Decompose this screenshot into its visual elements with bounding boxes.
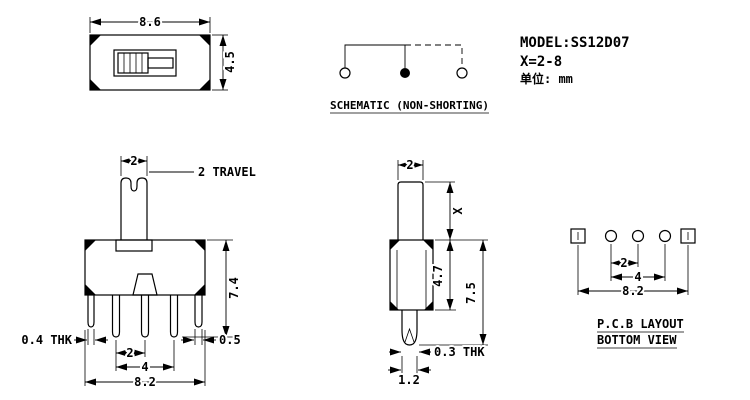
- schematic-drawing: SCHEMATIC (NON-SHORTING): [330, 44, 489, 114]
- front-view-drawing: 2 2 TRAVEL 7.4 0.4 THK 0.5 2 4 8.2: [19, 152, 256, 391]
- switch-body-front-outline: [84, 239, 206, 296]
- front-height-label: 7.4: [227, 277, 241, 299]
- corner-tab: [424, 301, 433, 310]
- side-pin-width-label: 1.2: [398, 373, 420, 387]
- terminal-notch: [404, 327, 415, 343]
- corner-tab: [90, 79, 101, 90]
- schematic-title: SCHEMATIC (NON-SHORTING): [330, 99, 489, 112]
- pcb-title-line1: P.C.B LAYOUT: [597, 317, 684, 331]
- slider-travel-area: [147, 57, 174, 69]
- terminal-side-outline: [401, 310, 418, 346]
- side-thk-label: 0.3 THK: [434, 345, 485, 359]
- pcb-total-label: 8.2: [622, 284, 644, 298]
- corner-tab: [390, 301, 399, 310]
- corner-tab: [423, 240, 433, 250]
- side-total-height-label: 7.5: [464, 282, 478, 304]
- corner-tab: [199, 35, 210, 46]
- slider-knob-top: [117, 52, 149, 74]
- dim-top-width-label: 8.6: [139, 15, 161, 29]
- pcb-span-label: 4: [634, 270, 641, 284]
- dim-top-height-label: 4.5: [223, 51, 237, 73]
- terminal-hole: [658, 229, 672, 243]
- terminal-circle-common: [400, 68, 410, 78]
- corner-tab: [85, 284, 96, 295]
- knob-base: [115, 239, 153, 252]
- mount-hole-left: [570, 228, 586, 244]
- x-range-label: X=2-8: [520, 54, 562, 70]
- side-view-drawing: 2 X 4.7 7.5 0.3 THK 1.2: [388, 156, 488, 389]
- corner-tab: [199, 79, 210, 90]
- closed-contact-line: [344, 44, 406, 68]
- side-x-label: X: [451, 207, 465, 215]
- terminal-pin: [169, 295, 179, 338]
- terminal-pin: [140, 295, 150, 338]
- pcb-title-line2: BOTTOM VIEW: [597, 333, 677, 347]
- corner-tab: [194, 284, 205, 295]
- knob-side-outline: [397, 181, 424, 240]
- mount-hole-right: [680, 228, 696, 244]
- mount-leg-left: [87, 295, 95, 328]
- mount-leg-right: [194, 295, 203, 328]
- terminal-pin: [111, 295, 121, 338]
- unit-label: 单位: mm: [520, 71, 573, 86]
- terminal-circle-left: [339, 67, 351, 79]
- corner-tab: [90, 35, 101, 46]
- pcb-pitch-label: 2: [620, 256, 627, 270]
- switch-body-top-outline: [89, 34, 211, 91]
- front-knob-width-label: 2: [130, 154, 137, 168]
- open-contact-line: [405, 44, 463, 68]
- front-pitch-label: 2: [126, 346, 133, 360]
- corner-tab: [390, 240, 400, 250]
- switch-body-side-outline: [389, 239, 434, 311]
- top-view-drawing: 8.6 4.5: [89, 13, 239, 91]
- corner-tab: [85, 240, 96, 251]
- terminal-hole: [631, 229, 645, 243]
- front-span-label: 4: [141, 360, 148, 374]
- rivet-detail: [132, 273, 158, 296]
- terminal-hole: [604, 229, 618, 243]
- title-block: MODEL:SS12D07 X=2-8 单位: mm: [520, 35, 630, 86]
- side-knob-width-label: 2: [406, 158, 413, 172]
- front-thk-label: 0.4 THK: [21, 333, 72, 347]
- terminal-circle-right: [456, 67, 468, 79]
- knob-outline: [120, 177, 148, 240]
- side-body-height-label: 4.7: [431, 265, 445, 287]
- model-label: MODEL:SS12D07: [520, 35, 630, 51]
- pcb-layout-drawing: 2 4 8.2 P.C.B LAYOUT BOTTOM VIEW: [570, 228, 696, 349]
- front-leg-label: 0.5: [219, 333, 241, 347]
- front-travel-label: 2 TRAVEL: [198, 165, 256, 179]
- slider-slot: [113, 49, 177, 77]
- corner-tab: [194, 240, 205, 251]
- front-total-label: 8.2: [134, 375, 156, 389]
